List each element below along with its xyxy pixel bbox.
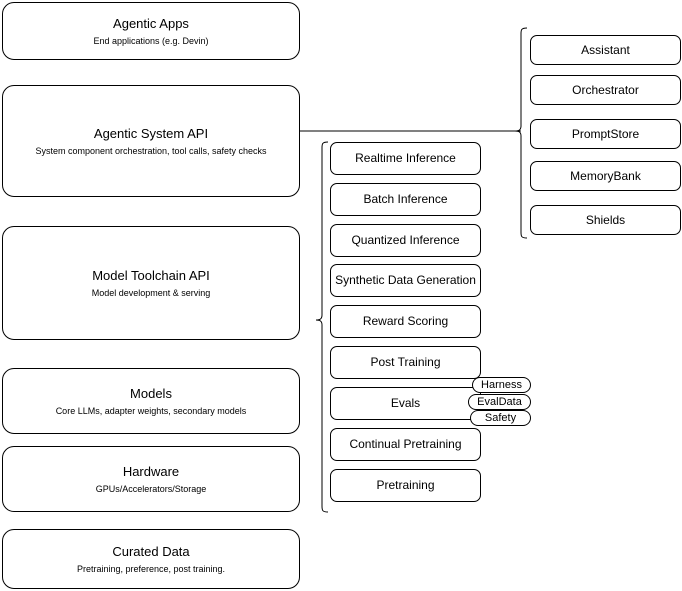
layer-subtitle: Pretraining, preference, post training.: [76, 563, 226, 574]
toolchain-item-label: Reward Scoring: [362, 314, 449, 328]
layer-subtitle: System component orchestration, tool cal…: [35, 145, 267, 156]
layer-subtitle: GPUs/Accelerators/Storage: [95, 483, 207, 494]
toolchain-item-pretraining[interactable]: Pretraining: [330, 469, 481, 502]
system-item-label: Shields: [585, 212, 626, 227]
layer-curated-data[interactable]: Curated Data Pretraining, preference, po…: [2, 529, 300, 589]
system-item-shields[interactable]: Shields: [530, 205, 681, 235]
layer-title: Agentic System API: [93, 125, 209, 141]
system-item-label: Assistant: [581, 42, 630, 57]
layer-subtitle: Model development & serving: [91, 287, 211, 298]
layer-title: Model Toolchain API: [92, 267, 210, 283]
layer-title: Hardware: [122, 463, 180, 479]
toolchain-item-realtime-inference[interactable]: Realtime Inference: [330, 142, 481, 175]
brace-toolchain-components: [315, 141, 329, 513]
layer-title: Curated Data: [112, 543, 190, 559]
toolchain-item-synthetic-data-generation[interactable]: Synthetic Data Generation: [330, 264, 481, 297]
eval-pill-evaldata[interactable]: EvalData: [468, 394, 531, 410]
toolchain-item-batch-inference[interactable]: Batch Inference: [330, 183, 481, 216]
brace-system-components: [514, 27, 528, 239]
system-item-assistant[interactable]: Assistant: [530, 35, 681, 65]
eval-pill-safety[interactable]: Safety: [470, 410, 531, 426]
system-item-label: Orchestrator: [572, 82, 639, 97]
system-item-promptstore[interactable]: PromptStore: [530, 119, 681, 149]
toolchain-item-reward-scoring[interactable]: Reward Scoring: [330, 305, 481, 338]
toolchain-item-label: Evals: [390, 396, 421, 410]
toolchain-item-label: Batch Inference: [363, 192, 448, 206]
layer-subtitle: Core LLMs, adapter weights, secondary mo…: [55, 405, 247, 416]
layer-title: Models: [130, 385, 172, 401]
eval-pill-harness[interactable]: Harness: [472, 377, 531, 393]
layer-hardware[interactable]: Hardware GPUs/Accelerators/Storage: [2, 446, 300, 512]
layer-subtitle: End applications (e.g. Devin): [93, 35, 209, 46]
layer-agentic-system-api[interactable]: Agentic System API System component orch…: [2, 85, 300, 197]
system-item-label: MemoryBank: [570, 168, 641, 183]
toolchain-item-label: Pretraining: [376, 478, 435, 492]
system-item-label: PromptStore: [571, 126, 640, 141]
toolchain-item-label: Post Training: [370, 355, 441, 369]
layer-model-toolchain-api[interactable]: Model Toolchain API Model development & …: [2, 226, 300, 340]
layer-models[interactable]: Models Core LLMs, adapter weights, secon…: [2, 368, 300, 434]
toolchain-item-post-training[interactable]: Post Training: [330, 346, 481, 379]
layer-title: Agentic Apps: [113, 15, 189, 31]
toolchain-item-label: Synthetic Data Generation: [335, 273, 476, 287]
toolchain-item-label: Continual Pretraining: [349, 437, 462, 451]
toolchain-item-label: Realtime Inference: [355, 151, 456, 165]
toolchain-item-continual-pretraining[interactable]: Continual Pretraining: [330, 428, 481, 461]
system-item-orchestrator[interactable]: Orchestrator: [530, 75, 681, 105]
layer-agentic-apps[interactable]: Agentic Apps End applications (e.g. Devi…: [2, 2, 300, 60]
toolchain-item-label: Quantized Inference: [351, 233, 460, 247]
toolchain-item-quantized-inference[interactable]: Quantized Inference: [330, 224, 481, 257]
system-item-memorybank[interactable]: MemoryBank: [530, 161, 681, 191]
toolchain-item-evals[interactable]: Evals: [330, 387, 481, 420]
